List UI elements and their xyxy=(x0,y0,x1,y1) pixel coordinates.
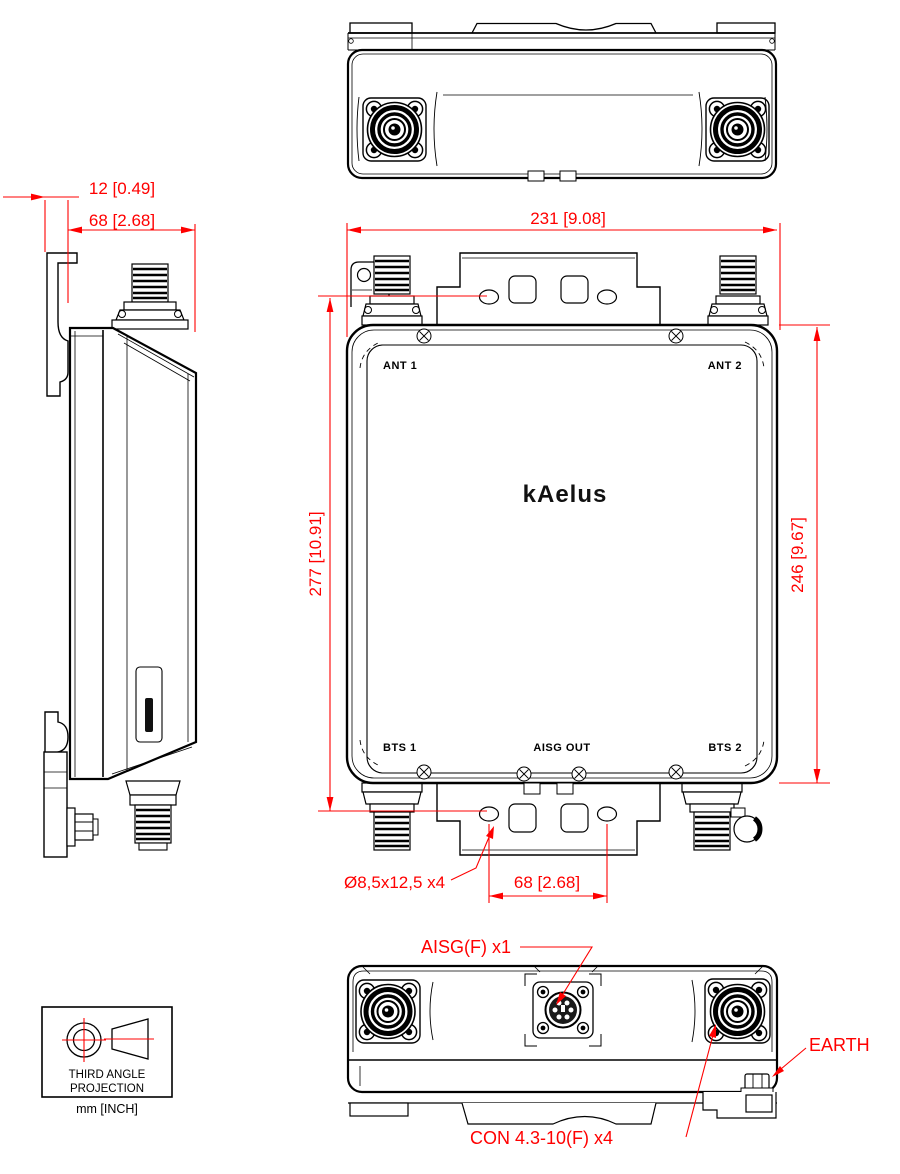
projection-cone xyxy=(111,1018,149,1060)
port-label-aisg-out: AISG OUT xyxy=(533,742,590,754)
front-bts1-connector xyxy=(361,782,423,852)
mount-clip-top xyxy=(46,252,78,397)
bottom-view xyxy=(346,964,779,1125)
port-label-ant1: ANT 1 xyxy=(383,360,417,372)
bottom-bts2-flange xyxy=(704,978,771,1044)
units-note: mm [INCH] xyxy=(76,1102,138,1116)
projection-text-line1: THIRD ANGLE xyxy=(69,1069,146,1081)
earth-terminal xyxy=(702,1073,777,1119)
dim-width: 231 [9.08] xyxy=(530,209,606,228)
top-view-left-tab xyxy=(349,22,413,34)
port-label-bts1: BTS 1 xyxy=(383,742,417,754)
side-label-text-block xyxy=(145,698,153,732)
projection-box xyxy=(41,1006,173,1098)
aisg-connector xyxy=(524,973,602,1047)
top-bracket-slot-right xyxy=(596,289,618,305)
side-view-body xyxy=(68,326,198,781)
side-view xyxy=(43,252,198,858)
dim-body-depth: 68 [2.68] xyxy=(89,211,155,230)
bottom-view-center-tab xyxy=(461,1102,657,1125)
dimension-layer: 12 [0.49] 68 [2.68] 231 [9.08] 277 [10.9… xyxy=(3,179,870,1148)
mount-bolt xyxy=(74,813,94,841)
bottom-bracket-slot-left xyxy=(478,806,500,822)
dim-bracket-depth: 12 [0.49] xyxy=(89,179,155,198)
front-ant1-connector xyxy=(361,254,423,326)
bottom-bracket-slot-right xyxy=(596,806,618,822)
front-ant2-connector xyxy=(707,254,769,326)
bottom-bts1-connector xyxy=(361,985,415,1039)
front-view-body xyxy=(345,323,779,785)
projection-text-line2: PROJECTION xyxy=(70,1083,144,1095)
port-label-bts2: BTS 2 xyxy=(708,742,742,754)
bottom-view-left-tab xyxy=(349,1102,409,1117)
dim-height-overall: 277 [10.91] xyxy=(306,511,325,596)
bottom-bts2-connector xyxy=(711,985,765,1039)
side-top-connector-threads xyxy=(130,262,170,304)
top-right-connector-flange xyxy=(705,97,770,162)
front-top-bracket xyxy=(436,252,661,325)
dim-slot-spacing: 68 [2.68] xyxy=(514,873,580,892)
callout-con: CON 4.3-10(F) x4 xyxy=(470,1128,613,1148)
port-label-ant2: ANT 2 xyxy=(708,360,742,372)
top-view-center-tab xyxy=(471,22,657,34)
top-left-connector xyxy=(368,103,422,157)
top-left-connector-flange xyxy=(362,97,427,162)
callout-aisg: AISG(F) x1 xyxy=(421,937,511,957)
front-bottom-bracket xyxy=(436,783,661,856)
side-bottom-connector-threads xyxy=(133,803,173,845)
projection-symbol: THIRD ANGLE PROJECTION mm [INCH] xyxy=(41,1006,173,1116)
dim-slot-size: Ø8,5x12,5 x4 xyxy=(344,873,445,892)
top-view xyxy=(346,22,778,182)
mount-foot xyxy=(43,751,68,858)
dim-height-body: 246 [9.67] xyxy=(788,517,807,593)
brand-logo: kAelus xyxy=(523,481,608,508)
top-right-connector xyxy=(711,103,765,157)
top-view-right-tab xyxy=(716,22,776,34)
front-view: ANT 1 ANT 2 BTS 1 AISG OUT BTS 2 kAelus xyxy=(345,252,779,856)
bottom-bts1-flange xyxy=(355,979,421,1044)
front-face-panel xyxy=(366,344,758,774)
top-bracket-slot-left xyxy=(478,289,500,305)
callout-earth: EARTH xyxy=(809,1035,870,1055)
